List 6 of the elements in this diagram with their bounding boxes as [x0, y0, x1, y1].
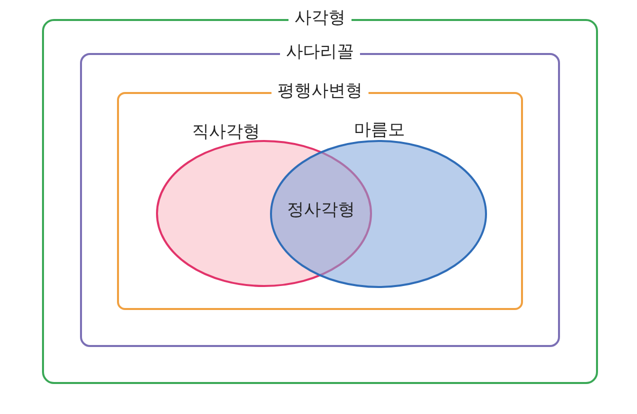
frame-title: 사각형 — [288, 8, 352, 28]
frame-title: 사다리꼴 — [280, 42, 360, 62]
frame-title: 평행사변형 — [272, 81, 368, 101]
set-label: 마름모 — [354, 120, 405, 140]
set-label: 직사각형 — [192, 122, 260, 142]
overlap-label: 정사각형 — [287, 200, 355, 220]
